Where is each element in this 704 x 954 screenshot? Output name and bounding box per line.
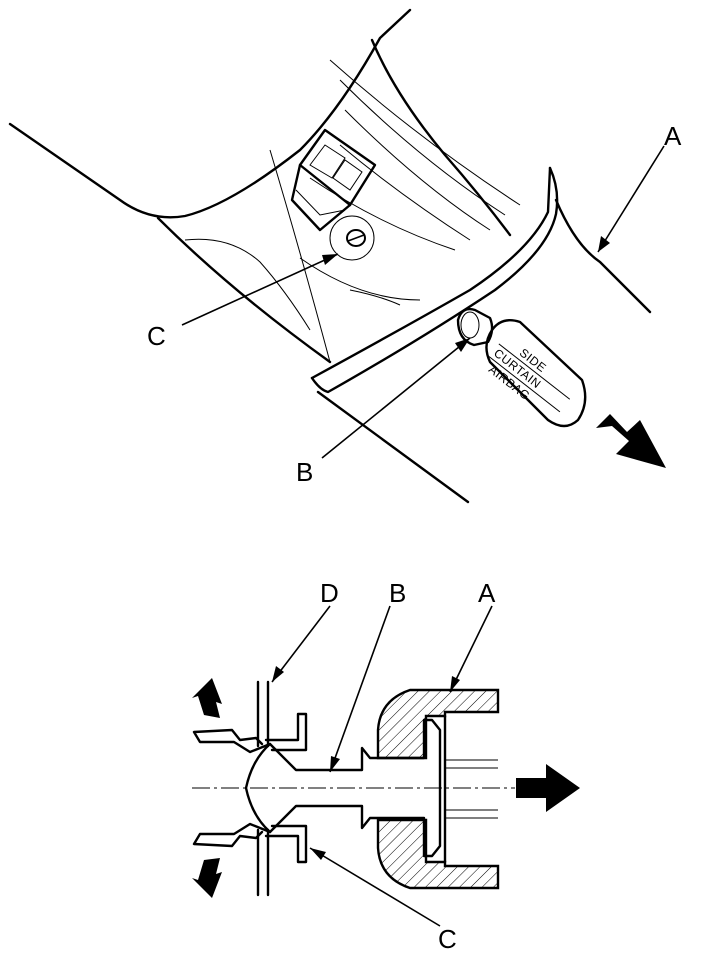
label-a-top: A (664, 121, 682, 151)
pull-direction-arrow-top (596, 414, 666, 468)
pull-direction-arrow-right (516, 764, 580, 812)
leader-d (271, 605, 331, 683)
clip-c (329, 215, 375, 261)
leader-a-top (597, 145, 665, 253)
leader-a (449, 605, 493, 693)
spread-arrow-up (192, 678, 222, 718)
trim-panel-a (310, 166, 652, 504)
spread-arrow-down (192, 858, 222, 898)
grommet-c (264, 712, 308, 752)
leader-b (329, 605, 391, 773)
leader-c (309, 847, 441, 927)
leader-b-top (321, 337, 471, 459)
label-c-top: C (147, 321, 166, 351)
clip-b-section (244, 718, 442, 858)
pillar-contour-lines (184, 59, 521, 363)
cross-section: D B A C (192, 578, 580, 954)
pillar-outline (8, 8, 412, 219)
label-b: B (389, 578, 406, 608)
panel-a-section (376, 688, 500, 890)
label-c: C (438, 924, 457, 954)
clip-lower-prong (192, 822, 272, 848)
side-curtain-airbag-tag: SIDE CURTAIN AIRBAG (485, 319, 587, 428)
clip-upper-prong (192, 728, 272, 754)
label-b-top: B (296, 457, 313, 487)
pillar-inner-edge (370, 38, 512, 237)
pillar-lower-edge (156, 216, 332, 364)
body-panel-d (256, 680, 270, 897)
leader-c-top (181, 253, 339, 326)
label-d: D (320, 578, 339, 608)
connector-bracket (290, 128, 377, 232)
top-illustration: SIDE CURTAIN AIRBAG A C B (8, 8, 682, 504)
label-a: A (478, 578, 496, 608)
